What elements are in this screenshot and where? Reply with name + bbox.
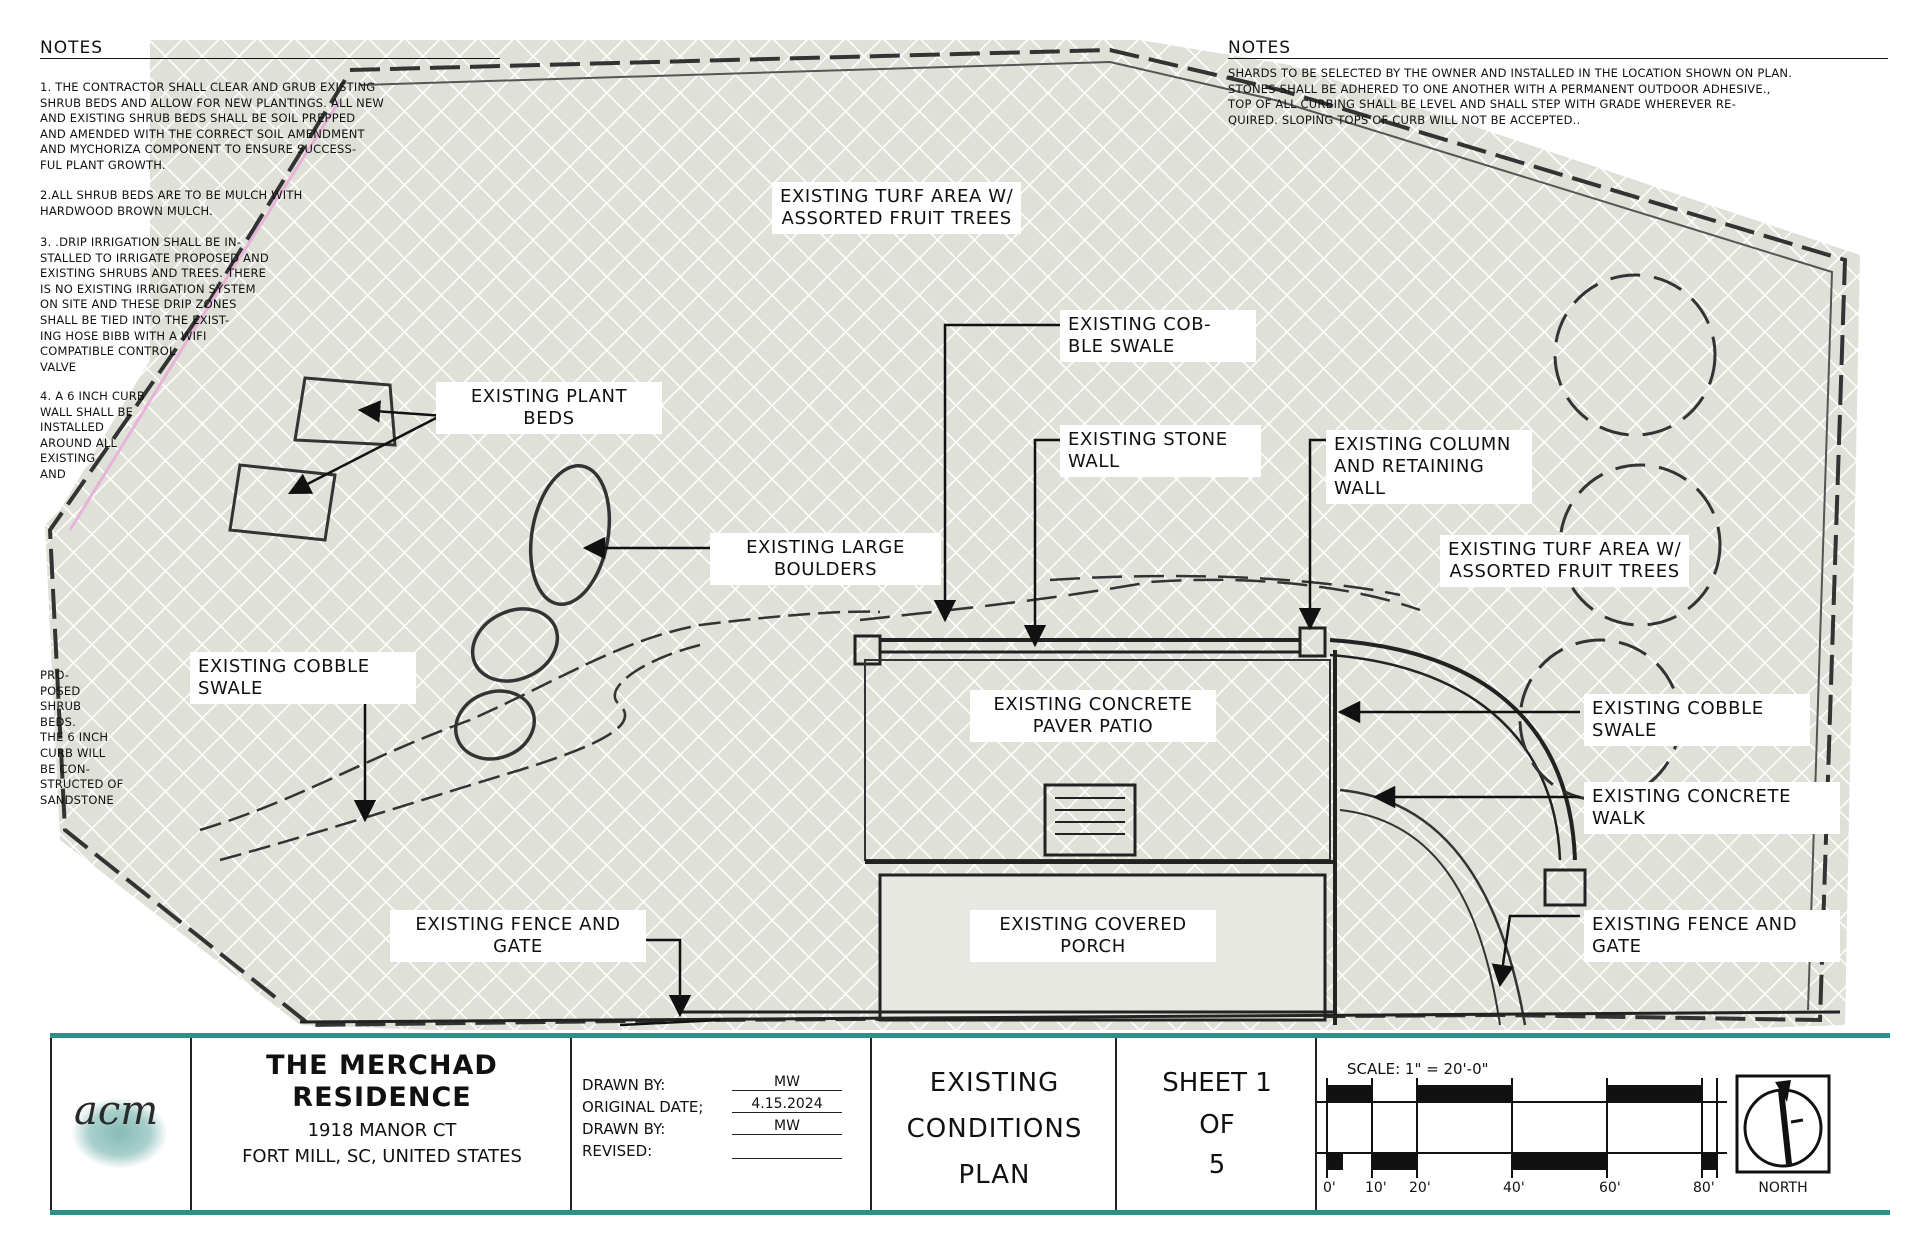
label-stone-wall: EXISTING STONE WALL (1060, 425, 1261, 477)
sheet-line-3: 5 (1208, 1150, 1226, 1180)
address-line-2: FORT MILL, SC, UNITED STATES (242, 1146, 522, 1167)
notes-left-item-2: 2.ALL SHRUB BEDS ARE TO BE MULCH WITH HA… (40, 188, 303, 218)
notes-left-title: NOTES (40, 38, 500, 59)
revised-value-line (732, 1158, 842, 1159)
label-cobble-swale-left: EXISTING COBBLE SWALE (190, 652, 416, 704)
boulder-2 (470, 607, 560, 683)
scale-bar (1317, 1078, 1727, 1178)
scale-cell: SCALE: 1" = 20'-0" (1315, 1038, 1892, 1210)
notes-right-title: NOTES (1228, 38, 1888, 59)
cobble-swale-top-2 (1049, 574, 1401, 597)
drawn-by-cell: DRAWN BY: MW ORIGINAL DATE; 4.15.2024 DR… (570, 1038, 872, 1210)
original-date-value: 4.15.2024 (732, 1096, 842, 1113)
column-left (853, 634, 882, 666)
label-column-wall: EXISTING COLUMN AND RETAINING WALL (1326, 430, 1532, 504)
boulder-1 (528, 463, 612, 607)
label-fence-left: EXISTING FENCE AND GATE (390, 910, 646, 962)
cobble-swale-left (199, 610, 881, 832)
patio-steps-treads (1055, 797, 1125, 835)
fruit-tree-2 (1558, 463, 1722, 627)
address-line-1: 1918 MANOR CT (307, 1120, 457, 1141)
project-name-1: THE MERCHAD (266, 1050, 498, 1081)
property-line-inner (359, 60, 1834, 1011)
label-plant-beds: EXISTING PLANT BEDS (436, 382, 662, 434)
label-fence-right: EXISTING FENCE AND GATE (1584, 910, 1840, 962)
concrete-walk-outer (1329, 638, 1577, 861)
patio-steps (1043, 783, 1137, 857)
site-area (45, 40, 1860, 1030)
title-block-band-bottom (50, 1210, 1890, 1215)
label-patio: EXISTING CONCRETE PAVER PATIO (970, 690, 1216, 742)
label-concrete-walk: EXISTING CONCRETE WALK (1584, 782, 1840, 834)
property-line-pink (68, 99, 342, 531)
plan-title-2: CONDITIONS (906, 1114, 1083, 1144)
sheet-cell: SHEET 1 OF 5 (1115, 1038, 1317, 1210)
plant-bed-2 (228, 463, 337, 542)
label-porch: EXISTING COVERED PORCH (970, 910, 1216, 962)
plant-bed-1 (293, 376, 397, 447)
drawn-by-value-2: MW (732, 1118, 842, 1135)
label-turf-right: EXISTING TURF AREA W/ ASSORTED FRUIT TRE… (1440, 535, 1690, 587)
sheet-line-1: SHEET 1 (1162, 1068, 1272, 1098)
title-block-band-top (50, 1033, 1890, 1038)
label-turf-top: EXISTING TURF AREA W/ ASSORTED FRUIT TRE… (772, 182, 1022, 234)
label-boulders: EXISTING LARGE BOULDERS (710, 533, 941, 585)
drawn-by-label-2: DRAWN BY: (582, 1120, 666, 1138)
fence-bottom (299, 1010, 1841, 1024)
revised-label: REVISED: (582, 1142, 653, 1160)
scale-label: SCALE: 1" = 20'-0" (1347, 1060, 1489, 1078)
scale-tick-10: 10' (1365, 1180, 1387, 1196)
scale-tick-60: 60' (1599, 1180, 1621, 1196)
drawn-by-label: DRAWN BY: (582, 1076, 666, 1094)
scale-tick-80: 80' (1693, 1180, 1715, 1196)
logo-text: acm (74, 1088, 159, 1134)
logo-cell: acm (50, 1038, 192, 1210)
notes-left-item-1: 1. THE CONTRACTOR SHALL CLEAR AND GRUB E… (40, 80, 384, 172)
scale-tick-0: 0' (1323, 1180, 1336, 1196)
boulder-3 (454, 689, 536, 761)
original-date-label: ORIGINAL DATE; (582, 1098, 704, 1116)
scale-tick-40: 40' (1503, 1180, 1525, 1196)
label-cobble-swale-right: EXISTING COBBLE SWALE (1584, 694, 1810, 746)
concrete-walk-lower-2 (1339, 809, 1501, 1026)
fruit-tree-1 (1553, 273, 1717, 437)
scale-tick-20: 20' (1409, 1180, 1431, 1196)
north-label: NORTH (1758, 1180, 1808, 1196)
walk-end-column (1543, 868, 1587, 907)
plan-title-3: PLAN (958, 1160, 1031, 1190)
notes-left-item-4: 4. A 6 INCH CURB WALL SHALL BE INSTALLED… (40, 389, 145, 481)
cobble-swale-left-2 (219, 643, 701, 862)
title-block: acm THE MERCHAD RESIDENCE 1918 MANOR CT … (50, 1038, 1890, 1210)
logo-splash (72, 1098, 167, 1168)
notes-right-text: SHARDS TO BE SELECTED BY THE OWNER AND I… (1228, 66, 1793, 127)
project-name-2: RESIDENCE (292, 1082, 472, 1113)
drawn-by-value: MW (732, 1074, 842, 1091)
label-cobble-swale-top: EXISTING COB- BLE SWALE (1060, 310, 1256, 362)
notes-left-item-3: 3. .DRIP IRRIGATION SHALL BE IN- STALLED… (40, 235, 269, 374)
plan-title-1: EXISTING (929, 1068, 1060, 1098)
plan-title-cell: EXISTING CONDITIONS PLAN (870, 1038, 1117, 1210)
north-arrow-icon (1735, 1074, 1831, 1174)
project-cell: THE MERCHAD RESIDENCE 1918 MANOR CT FORT… (190, 1038, 572, 1210)
notes-left-side-note: PRO- POSED SHRUB BEDS. THE 6 INCH CURB W… (40, 668, 124, 807)
sheet-line-2: OF (1199, 1110, 1235, 1140)
